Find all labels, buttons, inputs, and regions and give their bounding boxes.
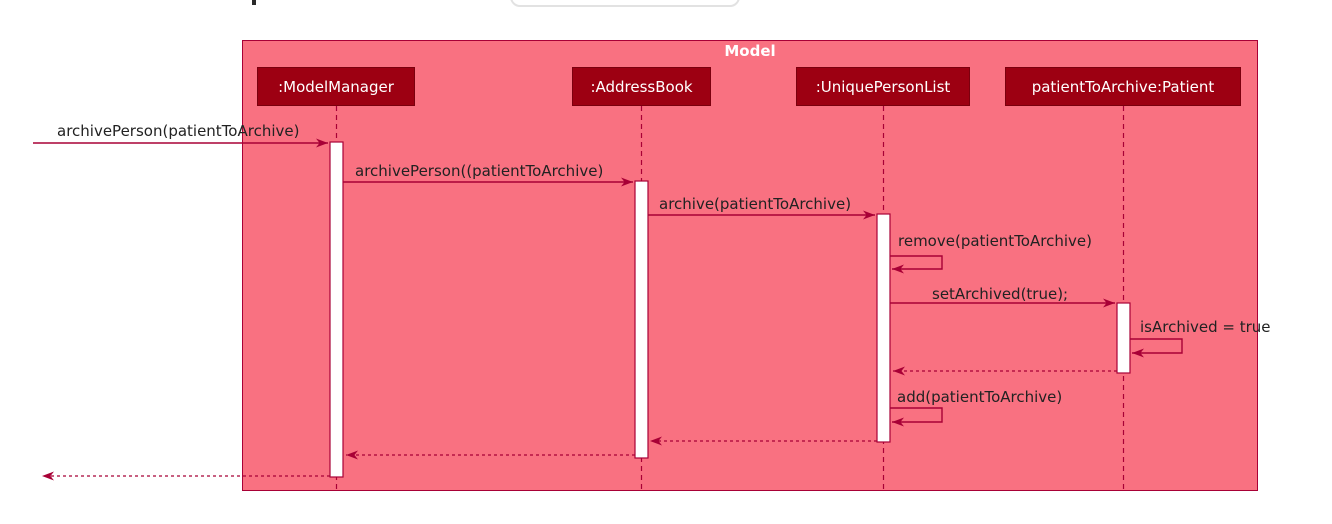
participant-patient: patientToArchive:Patient: [1005, 67, 1241, 106]
cropped-text-fragment: [252, 0, 256, 5]
message-label-add: add(patientToArchive): [897, 388, 1063, 406]
participant-addressbook: :AddressBook: [572, 67, 711, 106]
message-label-archiveperson-inner: archivePerson((patientToArchive): [355, 162, 604, 180]
message-label-isarchived: isArchived = true: [1140, 318, 1271, 336]
model-frame: [242, 40, 1258, 491]
partial-widget[interactable]: [510, 0, 740, 7]
participant-modelmanager: :ModelManager: [257, 67, 415, 106]
participant-uniquepersonlist: :UniquePersonList: [796, 67, 970, 106]
message-label-remove: remove(patientToArchive): [898, 232, 1092, 250]
message-label-archiveperson: archivePerson(patientToArchive): [57, 122, 300, 140]
message-label-setarchived: setArchived(true);: [932, 285, 1069, 303]
frame-title: Model: [724, 42, 776, 60]
message-label-archive: archive(patientToArchive): [659, 195, 852, 213]
